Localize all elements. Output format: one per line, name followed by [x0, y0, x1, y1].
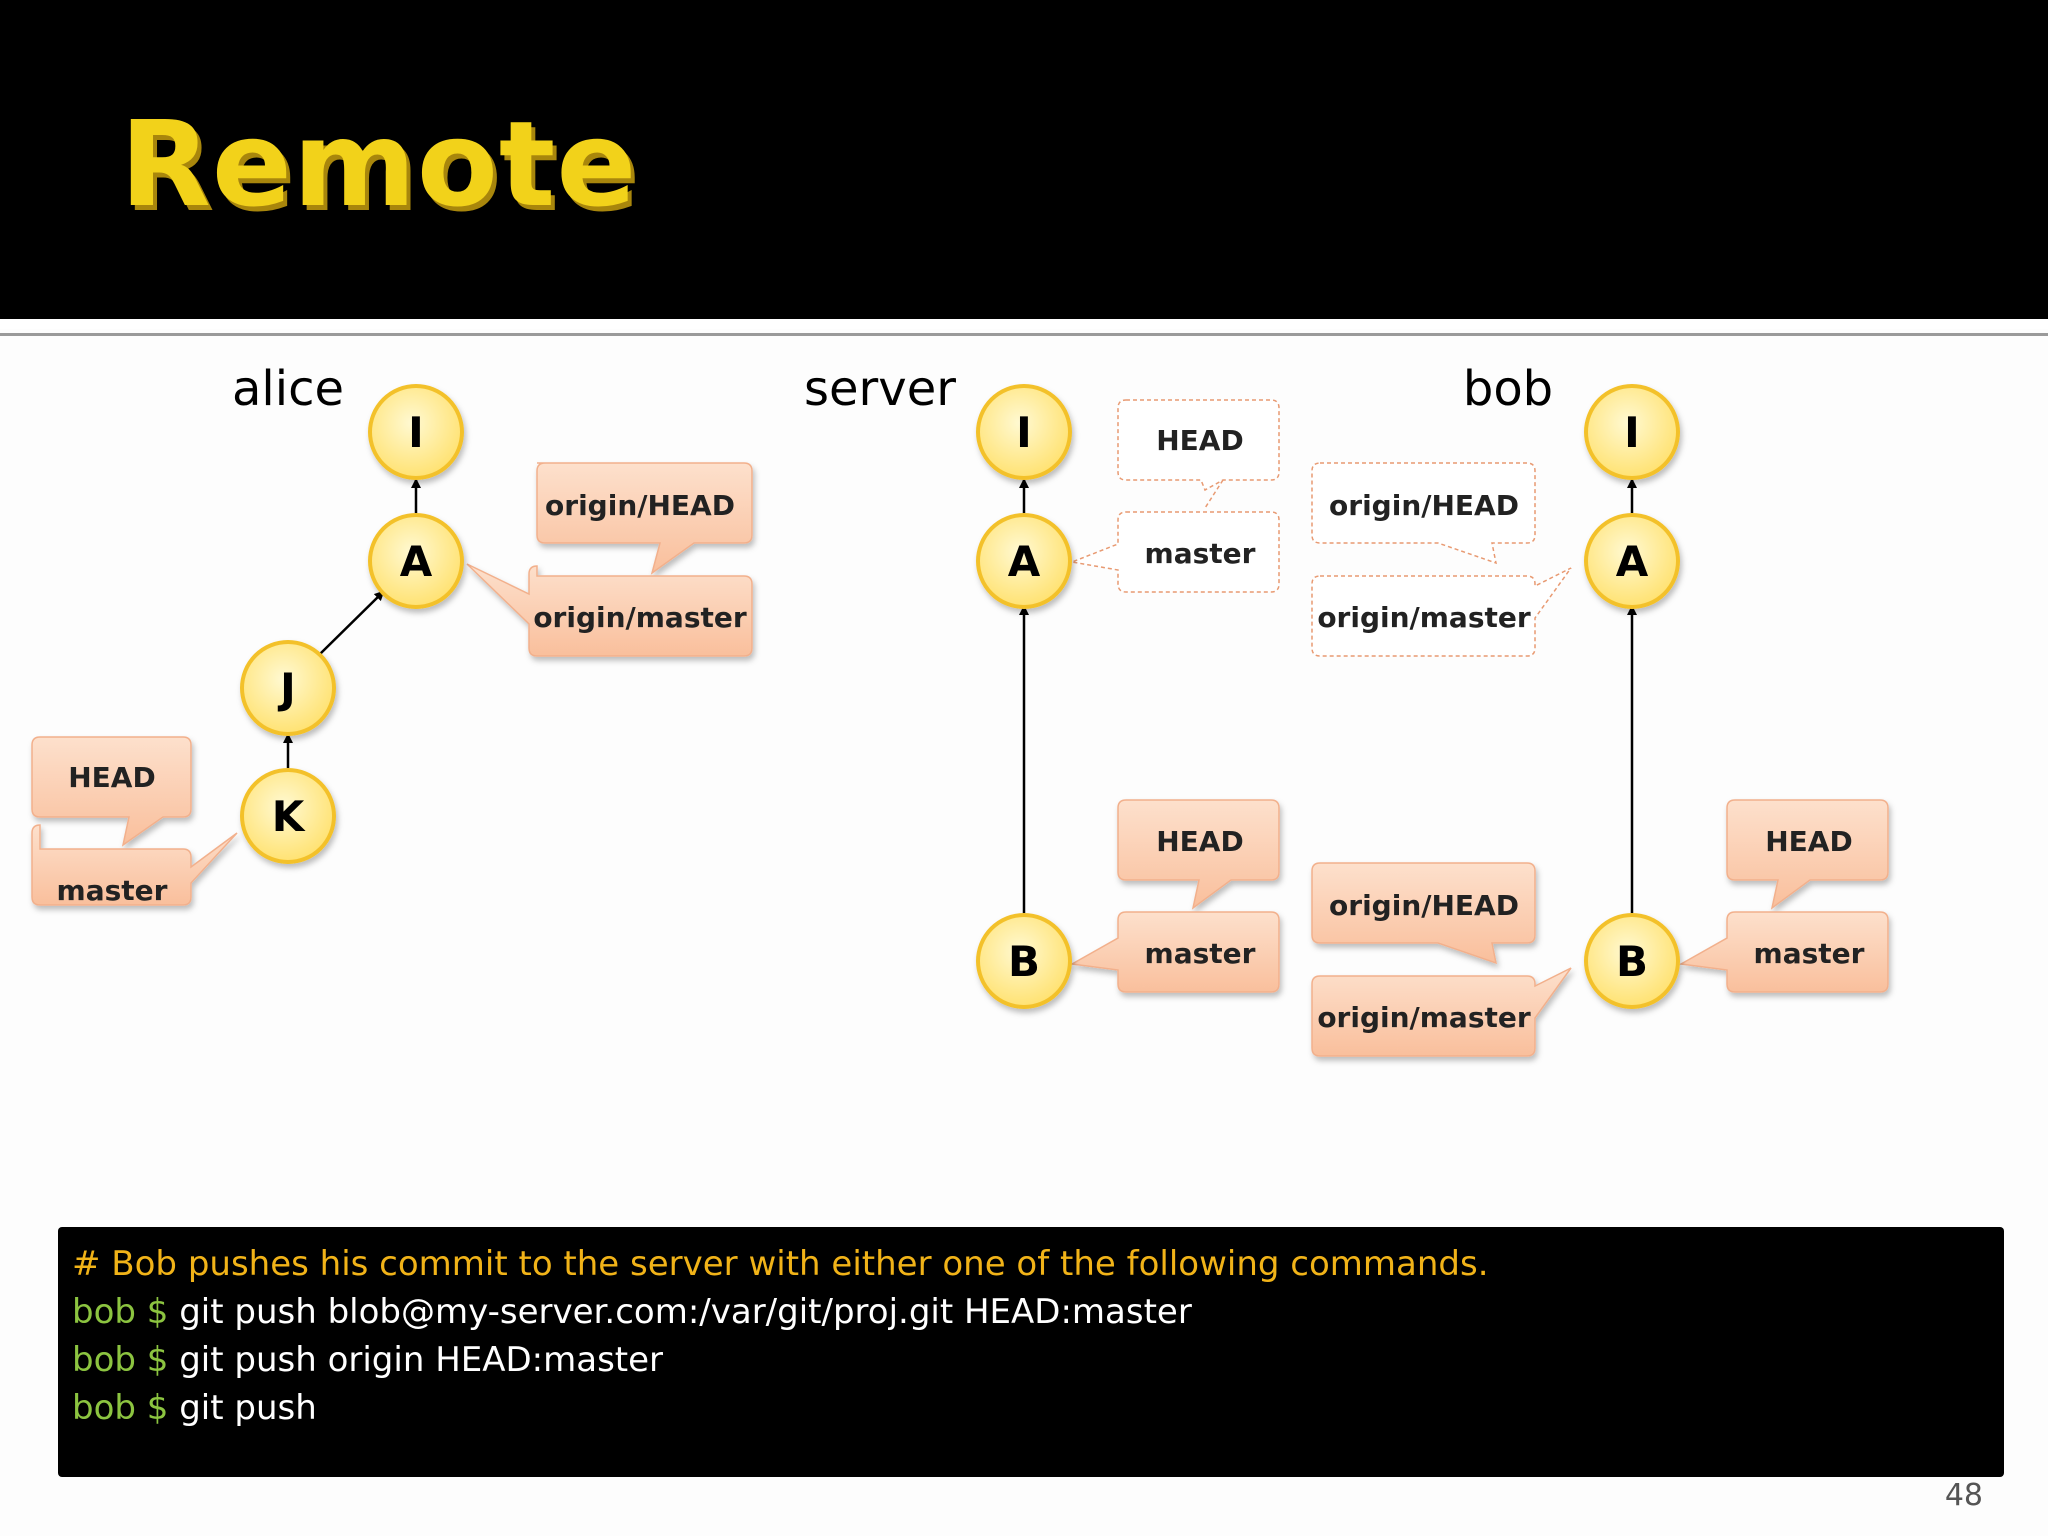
terminal-panel: # Bob pushes his commit to the server wi… — [58, 1227, 2004, 1477]
page-number: 48 — [1944, 1478, 1983, 1513]
bob-master-callout — [1678, 911, 1889, 993]
bob-head-callout — [1726, 799, 1889, 910]
divider — [0, 319, 2048, 329]
terminal-prompt: bob $ — [72, 1292, 169, 1332]
alice-commit-k: K — [240, 768, 336, 864]
bob-commit-b: B — [1584, 913, 1680, 1009]
alice-commit-a-label: A — [400, 537, 433, 586]
section-bob: bob — [1463, 361, 1553, 417]
bob-new-origin-head-callout — [1311, 862, 1536, 965]
title-bar: Remote — [0, 0, 2048, 319]
server-old-master-label: master — [1145, 537, 1256, 570]
bob-commit-b-label: B — [1616, 937, 1648, 986]
server-commit-b: B — [976, 913, 1072, 1009]
terminal-comment: # Bob pushes his commit to the server wi… — [72, 1244, 1489, 1284]
terminal-command: git push — [168, 1388, 317, 1428]
section-alice: alice — [232, 361, 344, 417]
bob-old-origin-master-callout — [1311, 567, 1572, 657]
terminal-command: git push blob@my-server.com:/var/git/pro… — [168, 1292, 1192, 1332]
alice-commit-k-label: K — [272, 792, 306, 841]
alice-origin-head-label: origin/HEAD — [545, 489, 735, 522]
alice-commit-i: I — [368, 384, 464, 480]
bob-new-origin-master-callout — [1311, 967, 1572, 1057]
server-new-master-label: master — [1145, 937, 1256, 970]
bob-new-origin-master-label: origin/master — [1317, 1001, 1531, 1034]
server-commit-b-label: B — [1008, 937, 1040, 986]
bob-old-origin-master-label: origin/master — [1317, 601, 1531, 634]
server-new-master-callout — [1069, 911, 1280, 993]
terminal-line-1: bob $ git push blob@my-server.com:/var/g… — [72, 1295, 1192, 1329]
server-new-head-callout — [1117, 799, 1280, 910]
bob-master-label: master — [1754, 937, 1865, 970]
server-commit-a-label: A — [1008, 537, 1041, 586]
bob-commit-i-label: I — [1624, 408, 1640, 457]
bob-old-origin-head-label: origin/HEAD — [1329, 489, 1519, 522]
alice-origin-head-callout — [536, 462, 753, 575]
edge-alice-j-a — [319, 590, 385, 655]
bob-commit-i: I — [1584, 384, 1680, 480]
alice-head-label: HEAD — [68, 761, 155, 794]
server-new-head-label: HEAD — [1156, 825, 1243, 858]
terminal-line-2: bob $ git push origin HEAD:master — [72, 1343, 663, 1377]
alice-master-callout — [31, 824, 238, 906]
bob-head-label: HEAD — [1765, 825, 1852, 858]
terminal-prompt: bob $ — [72, 1340, 169, 1380]
alice-origin-master-callout — [466, 563, 753, 657]
server-old-head-label: HEAD — [1156, 424, 1243, 457]
slide-title: Remote — [120, 95, 638, 233]
section-server: server — [804, 361, 956, 417]
server-old-head-callout — [1117, 399, 1280, 509]
alice-origin-master-label: origin/master — [533, 601, 747, 634]
server-commit-i-label: I — [1016, 408, 1032, 457]
bob-commit-a-label: A — [1616, 537, 1649, 586]
terminal-command: git push origin HEAD:master — [168, 1340, 664, 1380]
terminal-line-3: bob $ git push — [72, 1391, 317, 1425]
terminal-prompt: bob $ — [72, 1388, 169, 1428]
bob-old-origin-head-callout — [1311, 462, 1536, 565]
alice-commit-j-label: J — [277, 664, 296, 713]
alice-head-callout — [31, 736, 192, 847]
bob-new-origin-head-label: origin/HEAD — [1329, 889, 1519, 922]
divider-line — [0, 333, 2048, 336]
alice-master-label: master — [57, 874, 168, 907]
alice-commit-a: A — [368, 513, 464, 609]
server-old-master-callout — [1069, 511, 1280, 593]
bob-commit-a: A — [1584, 513, 1680, 609]
alice-commit-j: J — [240, 640, 336, 736]
server-commit-i: I — [976, 384, 1072, 480]
git-remote-diagram: alice server bob origin/HEAD origin/mast… — [31, 361, 1889, 1057]
server-commit-a: A — [976, 513, 1072, 609]
alice-commit-i-label: I — [408, 408, 424, 457]
